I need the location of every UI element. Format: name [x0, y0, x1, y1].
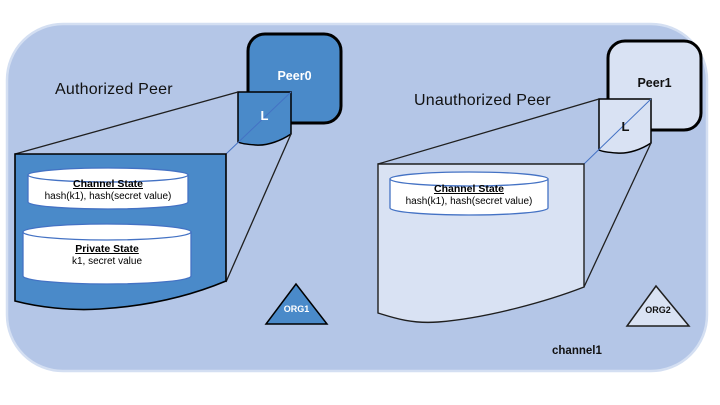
- channel-state-authorized-text: Channel State hash(k1), hash(secret valu…: [28, 178, 188, 203]
- connector-line-unauthorized-top: [377, 98, 600, 165]
- channel-label: channel1: [552, 345, 602, 357]
- channel-state-db-authorized-top: [27, 167, 189, 183]
- connector-line-authorized-bottom: [225, 133, 292, 283]
- private-state-text: Private State k1, secret value: [23, 243, 191, 268]
- peer0-label: Peer0: [277, 69, 312, 83]
- private-state-title: Private State: [75, 243, 139, 255]
- connector-line-authorized-top: [14, 91, 239, 155]
- channel-state-content: hash(k1), hash(secret value): [405, 195, 533, 207]
- channel-state-unauthorized-text: Channel State hash(k1), hash(secret valu…: [390, 183, 548, 208]
- channel-state-content: hash(k1), hash(secret value): [44, 190, 172, 202]
- channel-state-db-authorized: [27, 174, 189, 210]
- unauthorized-title: Unauthorized Peer: [414, 92, 551, 109]
- zoom-line-unauthorized: [583, 98, 652, 165]
- ledger1-icon: [598, 98, 652, 154]
- channel-state-title: Channel State: [72, 178, 143, 190]
- peer1-label: Peer1: [637, 76, 672, 90]
- private-state-content: k1, secret value: [71, 255, 143, 267]
- ledger1-label: L: [621, 119, 630, 134]
- org1-label: ORG1: [283, 304, 310, 314]
- zoom-line-authorized: [225, 91, 292, 155]
- channel-state-db-unauthorized-top: [389, 171, 549, 187]
- org2-triangle: [625, 284, 691, 327]
- channel-state-db-unauthorized: [389, 178, 549, 216]
- private-state-db-top: [22, 223, 192, 241]
- private-state-db: [22, 231, 192, 285]
- channel-state-title: Channel State: [433, 183, 504, 195]
- authorized-title: Authorized Peer: [55, 81, 173, 98]
- ledger0-label: L: [260, 108, 269, 123]
- org1-triangle: [264, 282, 329, 325]
- connector-line-unauthorized-bottom: [583, 142, 652, 288]
- org2-label: ORG2: [645, 305, 671, 315]
